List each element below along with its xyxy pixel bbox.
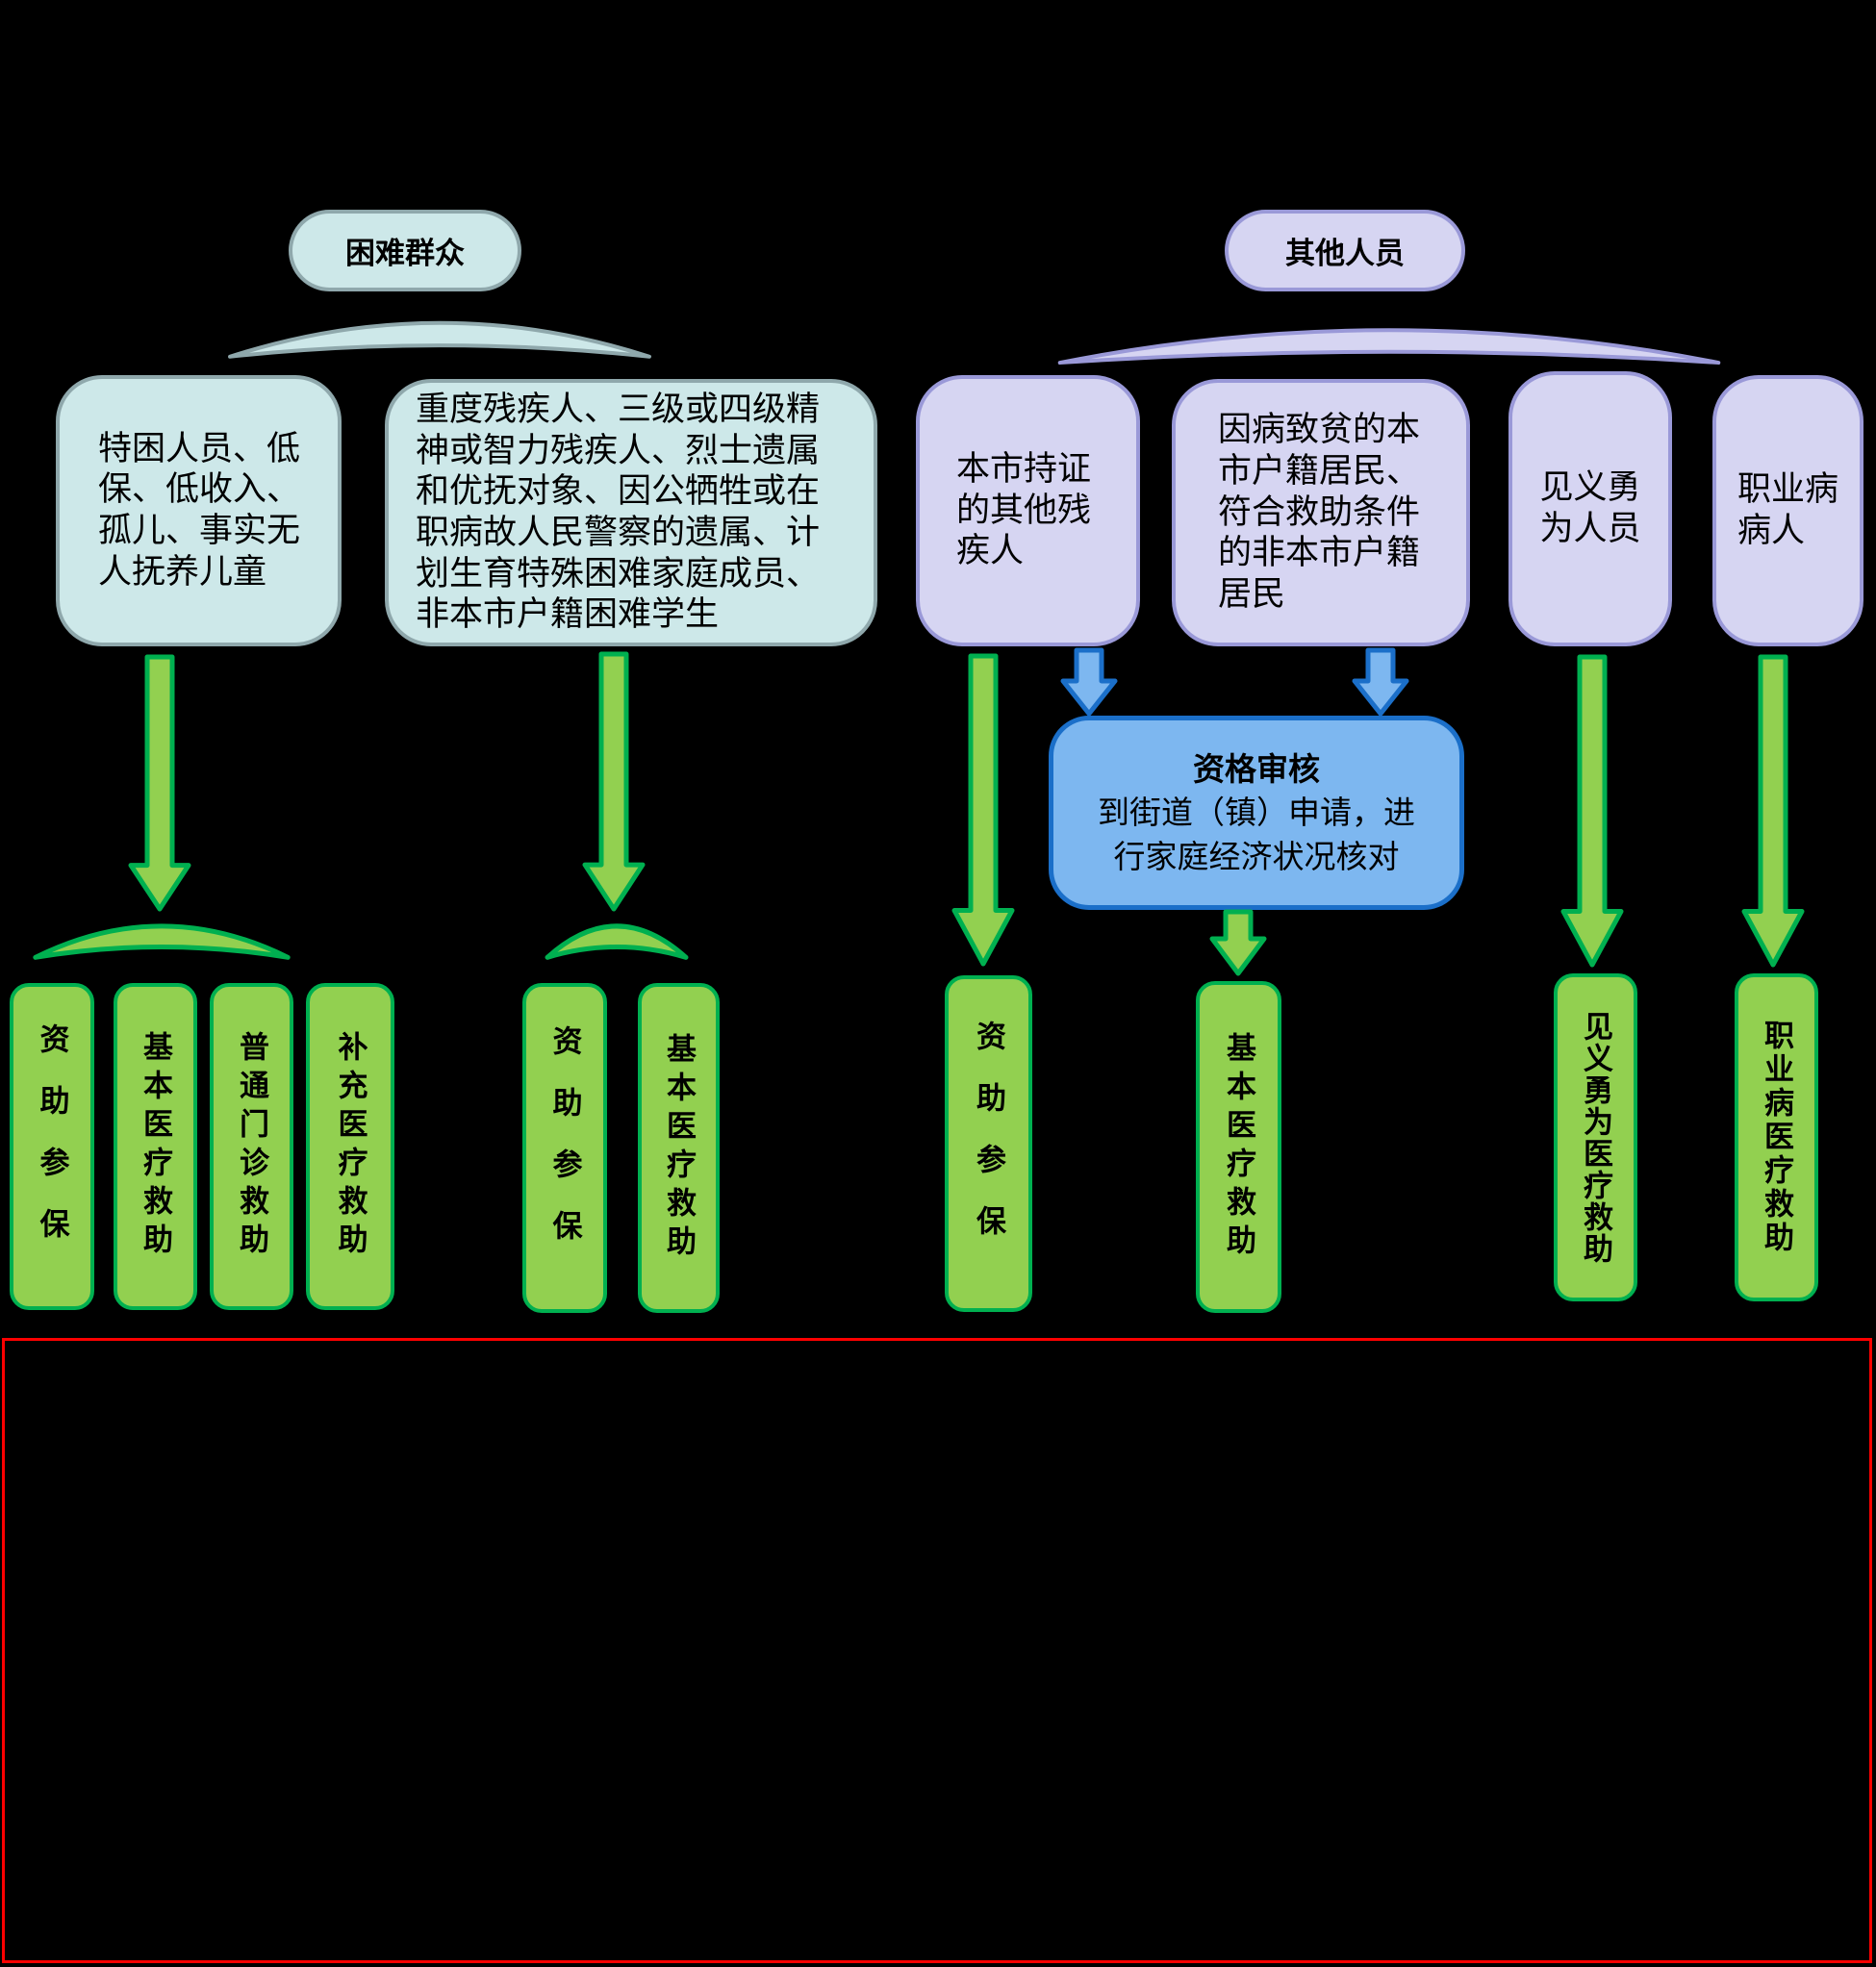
benefit-brave-acts-medical-aid: 见义勇为医疗救助 xyxy=(1554,973,1637,1301)
source-occupational-disease-text: 职业病病人 xyxy=(1737,470,1839,549)
benefit-subsidized-insurance-cert: 资助参保 xyxy=(945,975,1032,1312)
pill-other-personnel-label: 其他人员 xyxy=(1285,237,1405,270)
benefit-label: 资助参保 xyxy=(547,1024,582,1272)
source-poverty-due-to-illness-text: 因病致贫的本市户籍居民、符合救助条件的非本市户籍居民 xyxy=(1218,411,1421,614)
source-brave-acts-text: 见义勇为人员 xyxy=(1539,468,1641,547)
benefit-subsidized-insurance-mid: 资助参保 xyxy=(522,983,607,1313)
benefit-label: 资助参保 xyxy=(972,1021,1005,1267)
benefit-supplementary-medical-aid: 补充医疗救助 xyxy=(306,983,394,1310)
benefit-label: 基本医疗救助 xyxy=(662,1032,696,1264)
benefit-label: 基本医疗救助 xyxy=(1222,1031,1255,1263)
down-arrow-icon xyxy=(925,656,1041,964)
down-arrow-icon xyxy=(1342,650,1419,714)
review-title: 资格审核 xyxy=(1193,750,1320,787)
benefit-label: 补充医疗救助 xyxy=(333,1031,368,1262)
benefit-basic-medical-aid-left: 基本医疗救助 xyxy=(114,983,197,1310)
benefit-label: 资助参保 xyxy=(35,1023,69,1270)
down-arrow-icon xyxy=(102,657,217,909)
benefit-label: 见义勇为医疗救助 xyxy=(1579,1010,1612,1265)
benefit-occupational-disease-medical-aid: 职业病医疗救助 xyxy=(1735,973,1818,1301)
source-poverty-due-to-illness: 因病致贫的本市户籍居民、符合救助条件的非本市户籍居民 xyxy=(1172,379,1470,646)
benefit-label: 基本医疗救助 xyxy=(139,1031,172,1262)
benefit-subsidized-insurance-left: 资助参保 xyxy=(10,983,94,1310)
down-arrow-icon xyxy=(1051,650,1128,714)
source-special-hardship-text: 特困人员、低保、低收入、孤儿、事实无人抚养儿童 xyxy=(98,429,301,591)
pill-difficult-masses-label: 困难群众 xyxy=(345,237,465,270)
benefit-basic-medical-aid-cert: 基本医疗救助 xyxy=(1196,981,1281,1313)
review-box: 资格审核 到街道（镇）申请，进行家庭经济状况核对 xyxy=(1049,716,1464,910)
benefit-outpatient-aid: 普通门诊救助 xyxy=(210,983,293,1310)
purple-brace-arc-icon xyxy=(1055,319,1723,369)
source-severe-disability-text: 重度残疾人、三级或四级精神或智力残疾人、烈士遗属和优抚对象、因公牺牲或在职病故人… xyxy=(416,390,821,634)
down-arrow-icon xyxy=(1190,912,1286,973)
green-brace-arc-icon xyxy=(34,916,290,964)
source-special-hardship: 特困人员、低保、低收入、孤儿、事实无人抚养儿童 xyxy=(56,375,342,646)
pill-other-personnel: 其他人员 xyxy=(1225,210,1465,291)
benefit-basic-medical-aid-mid: 基本医疗救助 xyxy=(638,983,720,1313)
down-arrow-icon xyxy=(1715,657,1831,965)
source-severe-disability: 重度残疾人、三级或四级精神或智力残疾人、烈士遗属和优抚对象、因公牺牲或在职病故人… xyxy=(385,379,877,646)
down-arrow-icon xyxy=(556,654,672,909)
benefit-label: 普通门诊救助 xyxy=(235,1031,268,1262)
source-brave-acts: 见义勇为人员 xyxy=(1508,371,1672,646)
benefit-label: 职业病医疗救助 xyxy=(1760,1020,1793,1255)
source-local-certified-disabled: 本市持证的其他残疾人 xyxy=(916,375,1140,646)
pill-difficult-masses: 困难群众 xyxy=(289,210,521,291)
source-local-certified-disabled-text: 本市持证的其他残疾人 xyxy=(956,449,1092,570)
source-occupational-disease: 职业病病人 xyxy=(1712,375,1863,646)
green-brace-arc-icon xyxy=(546,916,687,964)
teal-brace-arc-icon xyxy=(227,312,652,364)
review-body: 到街道（镇）申请，进行家庭经济状况核对 xyxy=(1098,794,1415,874)
red-outline-box xyxy=(2,1338,1872,1963)
down-arrow-icon xyxy=(1534,657,1650,965)
